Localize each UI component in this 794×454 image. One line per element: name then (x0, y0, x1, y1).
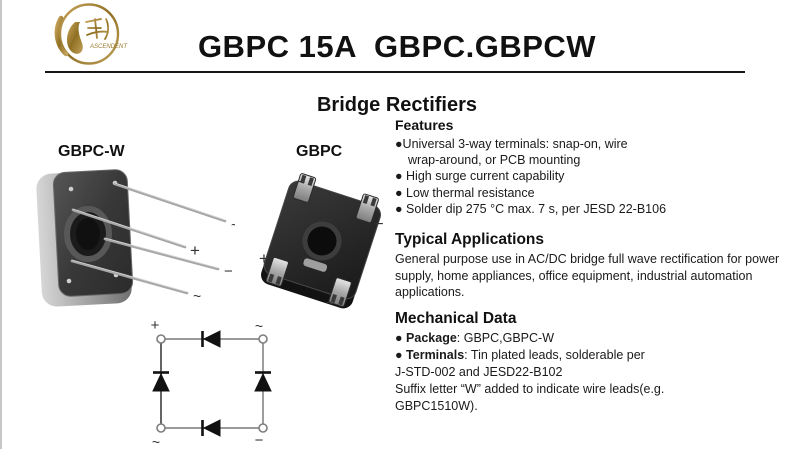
features-section: Features ●Universal 3-way terminals: sna… (395, 117, 789, 217)
mechanical-extra-line: Suffix letter “W” added to indicate wire… (395, 382, 665, 396)
mechanical-terminals-term: Terminals (406, 348, 465, 362)
circuit-terminal-minus: − (255, 432, 264, 449)
feature-item: ● Solder dip 275 °C max. 7 s, per JESD 2… (395, 201, 667, 216)
gbpcw-pin-ac2: ~ (193, 288, 201, 304)
gbpcw-package-image: ~ + − ~ (35, 158, 239, 315)
mechanical-package-line: ● Package: GBPC,GBPC-W (395, 330, 789, 347)
bridge-circuit-icon: + ~ ~ − (151, 317, 272, 450)
mechanical-extra-line: GBPC1510W). (395, 399, 478, 413)
mechanical-extra-line: J-STD-002 and JESD22-B102 (395, 365, 563, 379)
package-label-gbpcw: GBPC-W (58, 143, 125, 160)
gbpcw-package-icon: ~ + − ~ (36, 169, 239, 307)
feature-item: ● Low thermal resistance (395, 185, 535, 200)
circuit-diodes (152, 330, 272, 437)
circuit-terminal-ac2: ~ (152, 434, 160, 449)
circuit-terminal-plus: + (151, 317, 160, 334)
gbpc-pin-bottom: ~ (326, 295, 335, 310)
title-divider (45, 71, 745, 73)
applications-heading: Typical Applications (395, 231, 544, 248)
gbpcw-pin-ac1: ~ (231, 217, 235, 233)
mechanical-package-value: : GBPC,GBPC-W (456, 331, 555, 345)
gbpcw-pin-minus: − (224, 263, 233, 280)
bullet: ● (395, 348, 403, 362)
gbpcw-leads (70, 182, 227, 295)
subtitle: Bridge Rectifiers (316, 94, 478, 116)
brand-logo-icon: ASCENDENT (54, 3, 128, 65)
gbpc-terminal-clips (265, 173, 379, 307)
gbpc-package-image: ~ − + ~ (255, 165, 395, 315)
brand-logo: ASCENDENT (44, 1, 132, 74)
gbpc-pin-right: − (374, 216, 383, 233)
applications-section: Typical Applications General purpose use… (395, 231, 789, 301)
gbpcw-pin-plus: + (190, 241, 200, 260)
page-title: GBPC 15A GBPC.GBPCW (197, 29, 597, 64)
applications-body: General purpose use in AC/DC bridge full… (395, 252, 780, 299)
bullet: ● (395, 331, 403, 345)
bridge-circuit-diagram: + ~ ~ − (125, 316, 300, 454)
mechanical-package-term: Package (406, 331, 457, 345)
mechanical-terminals-line: ● Terminals: Tin plated leads, solderabl… (395, 347, 789, 364)
feature-item: ●Universal 3-way terminals: snap-on, wir… (395, 137, 628, 151)
feature-item-continuation: wrap-around, or PCB mounting (408, 153, 581, 168)
package-label-gbpc: GBPC (296, 143, 343, 160)
gbpc-package-icon: ~ − + ~ (259, 173, 384, 312)
mechanical-terminals-value: : Tin plated leads, solderable per (464, 348, 645, 362)
circuit-terminals (156, 334, 268, 433)
gbpc-pin-top: ~ (297, 174, 306, 191)
mechanical-heading: Mechanical Data (395, 310, 517, 327)
features-heading: Features (395, 117, 454, 133)
circuit-terminal-ac1: ~ (255, 318, 263, 334)
page-left-edge (0, 0, 2, 449)
feature-item: ● High surge current capability (395, 169, 565, 184)
mechanical-section: Mechanical Data ● Package: GBPC,GBPC-W ●… (395, 310, 789, 415)
logo-brand-text: ASCENDENT (89, 44, 128, 50)
gbpc-pin-left: + (259, 249, 269, 268)
